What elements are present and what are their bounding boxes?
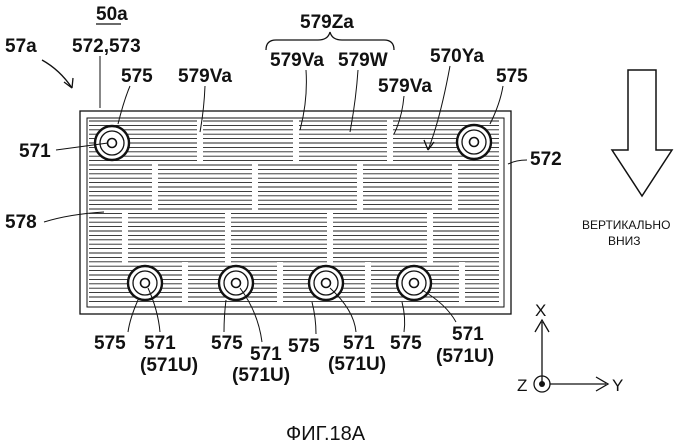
leader-579W bbox=[350, 70, 358, 132]
leader-579Va-right bbox=[394, 96, 404, 134]
label-570Ya: 570Ya bbox=[430, 46, 484, 67]
rib-gap bbox=[387, 121, 393, 163]
rib-gap bbox=[327, 212, 333, 262]
label-579Va-top: 579Va bbox=[178, 66, 232, 87]
label-571-left: 571 bbox=[19, 141, 51, 162]
label-571-bottom-3: 571 bbox=[343, 333, 375, 354]
label-579Va-mid: 579Va bbox=[270, 50, 324, 71]
rib-gap bbox=[452, 163, 458, 212]
axes-indicator: X Z Y bbox=[517, 301, 623, 395]
z-axis-dot-icon bbox=[539, 381, 545, 387]
rib-gap bbox=[357, 163, 363, 212]
arrow-570Ya bbox=[424, 140, 434, 150]
label-572-573: 572,573 bbox=[72, 36, 141, 57]
label-571U-bottom-1: (571U) bbox=[140, 355, 198, 376]
rib-gap bbox=[427, 212, 433, 262]
rib-gap bbox=[293, 121, 299, 163]
leader-57a bbox=[42, 60, 72, 88]
hole-bore bbox=[410, 279, 419, 288]
label-571U-bottom-3: (571U) bbox=[328, 354, 386, 375]
rib-gap bbox=[152, 163, 158, 212]
hole-bore bbox=[141, 279, 150, 288]
rib-gap bbox=[459, 262, 465, 304]
rib-gap bbox=[182, 262, 188, 304]
rib-gap bbox=[277, 262, 283, 304]
label-571-bottom-4: 571 bbox=[452, 324, 484, 345]
label-57a: 57a bbox=[5, 36, 37, 57]
label-575-top-right: 575 bbox=[496, 66, 528, 87]
label-579W: 579W bbox=[338, 50, 388, 71]
label-571U-bottom-4: (571U) bbox=[436, 346, 494, 367]
rib-gap bbox=[122, 212, 128, 262]
brace-579Za bbox=[266, 32, 394, 50]
leader-575-bottom-2 bbox=[224, 300, 226, 332]
label-579Va-right: 579Va bbox=[378, 76, 432, 97]
title-ref-50a: 50a bbox=[96, 4, 128, 25]
rib-gap bbox=[365, 262, 371, 304]
label-572-right: 572 bbox=[530, 149, 562, 170]
label-571-bottom-2: 571 bbox=[250, 344, 282, 365]
leader-575-bottom-1 bbox=[128, 300, 138, 332]
hole-bore bbox=[470, 138, 479, 147]
label-571U-bottom-2: (571U) bbox=[232, 365, 290, 386]
rib-gap bbox=[225, 212, 231, 262]
figure-caption: ФИГ.18А bbox=[286, 423, 366, 445]
rib-gap bbox=[197, 121, 203, 163]
hole-bore bbox=[232, 279, 241, 288]
label-575-bottom-2: 575 bbox=[211, 333, 243, 354]
axis-label-x: X bbox=[535, 301, 546, 320]
hole-bore bbox=[322, 279, 331, 288]
rib-gap bbox=[252, 163, 258, 212]
down-arrow-icon bbox=[612, 70, 672, 196]
label-578: 578 bbox=[5, 212, 37, 233]
direction-line-2: ВНИЗ bbox=[608, 234, 641, 248]
direction-line-1: ВЕРТИКАЛЬНО bbox=[582, 218, 670, 232]
axis-label-z: Z bbox=[517, 376, 527, 395]
hole-bore bbox=[108, 139, 117, 148]
label-575-bottom-3: 575 bbox=[288, 336, 320, 357]
axis-label-y: Y bbox=[612, 376, 623, 395]
label-579Za: 579Za bbox=[300, 12, 354, 33]
label-575-top-left: 575 bbox=[121, 66, 153, 87]
label-575-bottom-1: 575 bbox=[94, 333, 126, 354]
label-575-bottom-4: 575 bbox=[390, 333, 422, 354]
label-571-bottom-1: 571 bbox=[144, 333, 176, 354]
